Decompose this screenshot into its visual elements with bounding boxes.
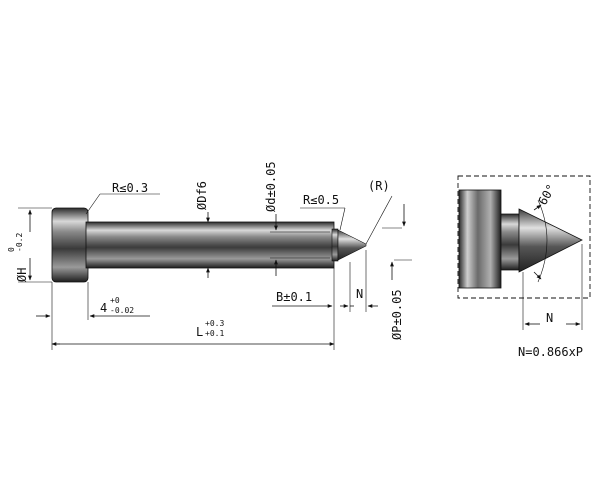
pin-tip-cone [337,229,367,261]
head-diameter-label: ØH [15,268,29,282]
pin-head [51,207,89,283]
head-thickness-sub: -0.02 [110,306,134,315]
head-diameter-callout: ØH 0 -0.2 [7,207,52,283]
r-head-label: R≤0.3 [112,181,148,195]
head-thickness-callout: 4 +0 -0.02 [36,282,150,350]
cone-length-label-right: N [546,311,553,325]
overall-length-callout: L +0.3 +0.1 [51,319,335,346]
r-paren-label: (R) [368,179,390,193]
shank-diameter-label: ØDf6 [195,181,209,210]
r-head-callout: R≤0.3 [85,181,160,215]
shank-diameter-callout: ØDf6 [195,181,210,278]
head-diameter-sub: -0.2 [15,233,24,252]
pin-side-view [51,207,367,283]
detail-cone [518,208,583,273]
pin-tip-step [331,228,339,262]
detail-head [458,189,502,289]
head-diameter-sup: 0 [7,247,16,252]
tip-diameter-label: Ød±0.05 [264,161,278,212]
tip-diameter-callout: Ød±0.05 [264,161,330,276]
cone-diameter-callout: ØP±0.05 [390,261,404,340]
r-tip-label: R≤0.5 [303,193,339,207]
overall-length-sub: +0.1 [205,329,224,338]
cone-length-formula: N=0.866xP [518,345,583,359]
r-tip-callout: R≤0.5 [300,193,346,231]
detail-view: 60° N N=0.866xP [457,175,591,359]
r-paren-callout: (R) [365,179,412,261]
cone-diameter-label: ØP±0.05 [390,289,404,340]
overall-length-label: L [196,325,203,339]
head-thickness-label: 4 [100,301,107,315]
head-thickness-sup: +0 [110,296,120,305]
detail-frame [457,175,591,299]
angle-label: 60° [535,182,558,208]
detail-step [500,213,520,271]
tip-length-callout: B±0.1 [272,268,335,350]
overall-length-sup: +0.3 [205,319,224,328]
tip-length-label: B±0.1 [276,290,312,304]
cone-length-callout-left: N [340,250,378,312]
pin-shank [85,221,335,269]
cone-length-label-left: N [356,287,363,301]
